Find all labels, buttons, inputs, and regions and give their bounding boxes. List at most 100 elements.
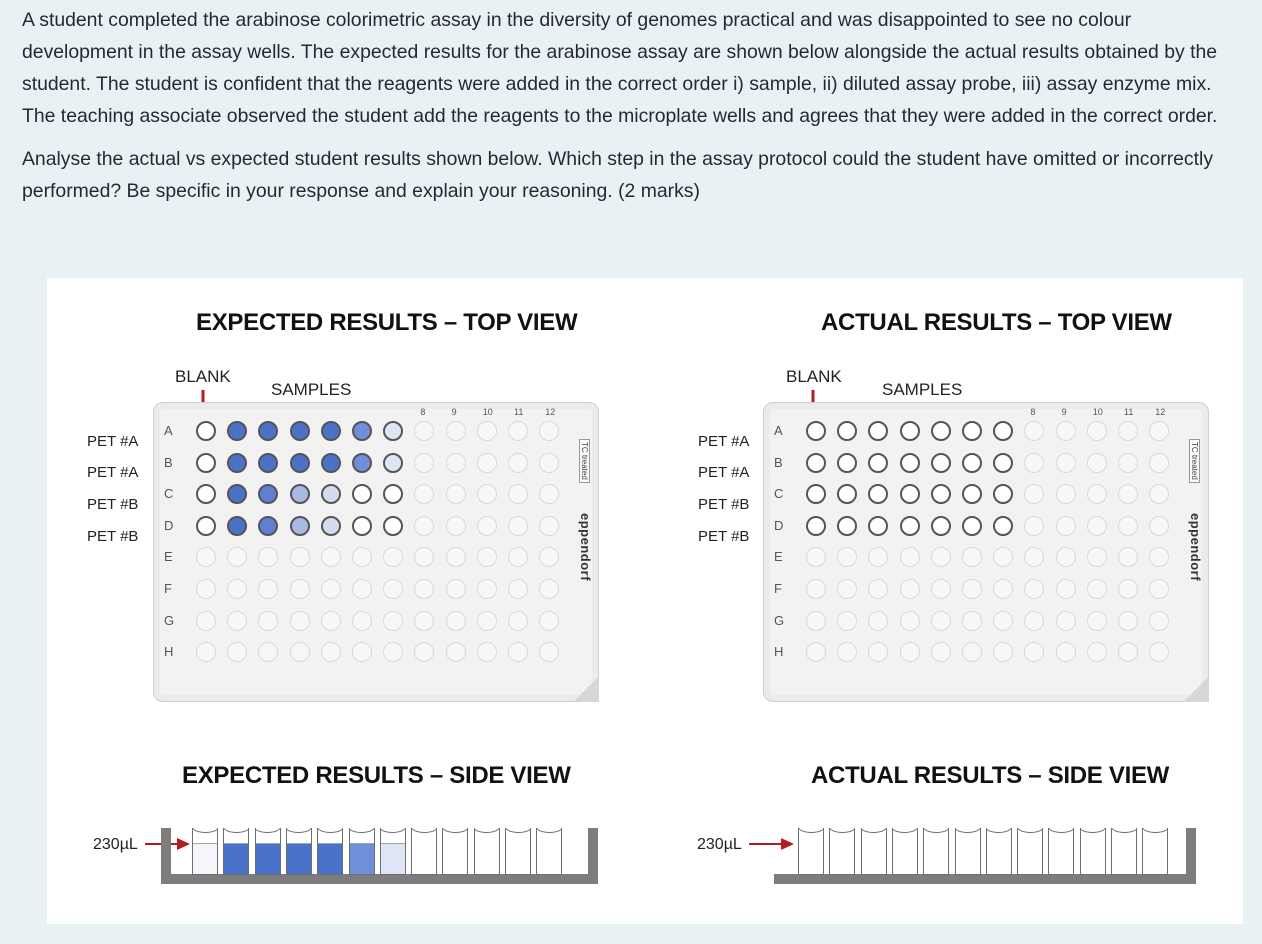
well-tube [1048, 828, 1075, 875]
plate-well [196, 515, 216, 536]
plate-well [320, 547, 341, 568]
plate-row-letter: A [164, 423, 173, 438]
plate-well [837, 452, 858, 473]
plate-well [445, 515, 466, 536]
samples-label: SAMPLES [271, 380, 352, 399]
plate-well [258, 642, 279, 663]
question-text: A student completed the arabinose colori… [22, 4, 1247, 218]
tube-liquid [193, 843, 217, 874]
plate-well [508, 515, 528, 536]
well-tube [1142, 828, 1169, 875]
plate-well [837, 642, 858, 663]
plate-well [1118, 610, 1138, 631]
plate-well [383, 642, 404, 663]
plate-well [258, 421, 279, 441]
plate-well [899, 452, 920, 473]
plate-col-number: 11 [514, 407, 524, 417]
plate-well [320, 452, 341, 473]
plate-well [962, 547, 982, 568]
plate-well [414, 452, 435, 473]
tube-rim [349, 828, 374, 833]
plate-well [806, 515, 826, 536]
plate-well [1149, 579, 1170, 599]
plate-well [289, 642, 310, 663]
plate-well [414, 642, 435, 663]
plate-well [508, 421, 528, 441]
tube-liquid [986, 844, 1011, 874]
plate-well [258, 547, 279, 568]
blank-label: BLANK [175, 367, 231, 386]
tube-liquid [1143, 844, 1168, 874]
plate-well [1086, 484, 1107, 505]
plate-well [1118, 547, 1138, 568]
plate-row-letter: D [774, 517, 784, 533]
tube-rim [861, 828, 886, 833]
plate-well [868, 547, 889, 568]
plate-well [930, 515, 951, 536]
plate-well [414, 579, 435, 599]
plate-col-number: 9 [451, 407, 457, 417]
plate-well [539, 421, 560, 441]
plate-well [930, 421, 951, 441]
well-tube [829, 828, 856, 875]
plate-well [289, 484, 310, 505]
plate-well [383, 547, 404, 568]
tube-liquid [1018, 844, 1043, 874]
plate-well [1055, 642, 1076, 663]
plate-col-number: 12 [1155, 407, 1166, 417]
plate-well [1149, 452, 1170, 473]
plate-well [1055, 421, 1076, 441]
plate-well [508, 452, 528, 473]
plate-well [837, 579, 858, 599]
plate-well [445, 452, 466, 473]
well-tube [798, 828, 824, 875]
plate-well [962, 515, 982, 536]
well-tube [985, 828, 1012, 875]
plate-well [352, 610, 372, 631]
well-tube [1111, 828, 1137, 875]
plate-well [1024, 579, 1045, 599]
well-tube [505, 828, 531, 875]
plate-well [289, 610, 310, 631]
plate-well [320, 515, 341, 536]
tube-rim [506, 828, 530, 833]
plate-well [258, 579, 279, 599]
samples-label: SAMPLES [882, 380, 963, 399]
plate-well [227, 547, 248, 568]
plate-well [445, 484, 466, 505]
plate-well [1149, 421, 1170, 441]
row-label-c: PET #B [698, 496, 750, 513]
tray-right-wall [1186, 828, 1196, 884]
plate-well [930, 642, 951, 663]
plate-well [539, 452, 560, 473]
plate-well [227, 484, 248, 505]
row-label-b: PET #A [87, 464, 139, 481]
plate-well [196, 484, 216, 505]
plate-well [837, 547, 858, 568]
plate-well [445, 610, 466, 631]
plate-well [899, 610, 920, 631]
plate-well [476, 484, 497, 505]
plate-well [1118, 579, 1138, 599]
plate-well [414, 421, 435, 441]
plate-well [899, 515, 920, 536]
plate-well [1086, 642, 1107, 663]
plate-well [289, 547, 310, 568]
plate-well [383, 421, 404, 441]
well-tube [348, 828, 375, 875]
plate-well [258, 610, 279, 631]
tube-liquid [412, 844, 437, 874]
plate-well [1055, 547, 1076, 568]
plate-well [383, 610, 404, 631]
tube-liquid [318, 843, 343, 874]
plate-well [539, 610, 560, 631]
plate-well [1024, 547, 1045, 568]
plate-well [962, 642, 982, 663]
blank-label: BLANK [786, 367, 842, 386]
plate-well [837, 515, 858, 536]
plate-well [868, 515, 889, 536]
plate-well [445, 547, 466, 568]
tube-liquid [286, 843, 311, 874]
plate-well [868, 642, 889, 663]
plate-well [993, 484, 1014, 505]
